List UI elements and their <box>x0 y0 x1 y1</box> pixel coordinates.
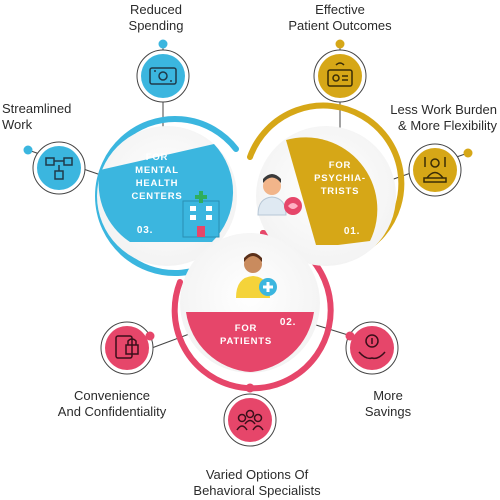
more-savings-circle <box>345 321 399 375</box>
reduced-spending-label: Reduced Spending <box>129 2 184 34</box>
psychiatrists-label-line2: PSYCHIA- <box>314 173 366 184</box>
outcomes-icon <box>327 62 353 87</box>
convenience-label: Convenience And Confidentiality <box>58 388 166 420</box>
varied-options-line1: Varied Options Of <box>205 467 309 482</box>
patients-label-line1: FOR <box>235 323 257 334</box>
savings-hand-icon <box>358 334 386 360</box>
workload-icon <box>423 157 447 183</box>
psychiatrists-label-line1: FOR <box>329 160 351 171</box>
effective-outcomes-line1: Effective <box>315 2 365 17</box>
workflow-icon <box>45 157 73 180</box>
convenience-line1: Convenience <box>74 388 150 403</box>
more-savings-label: More Savings <box>365 388 411 420</box>
mental-health-centers-label-line2: MENTAL <box>135 165 179 176</box>
reduced-spending-line1: Reduced <box>129 2 183 17</box>
specialists-icon <box>236 409 264 431</box>
patients-wedge <box>186 312 314 372</box>
doctor-icon <box>257 174 302 216</box>
more-savings-line2: Savings <box>364 404 412 419</box>
reduced-spending-line2: Spending <box>128 18 184 33</box>
streamlined-work-line1: Streamlined <box>2 101 72 116</box>
hospital-building-icon <box>182 191 220 238</box>
streamlined-work-line2: Work <box>2 117 33 132</box>
less-work-burden-label: Less Work Burden & More Flexibility <box>390 102 497 134</box>
effective-outcomes-line2: Patient Outcomes <box>288 18 392 33</box>
effective-outcomes-label: Effective Patient Outcomes <box>288 2 391 34</box>
less-work-burden-circle <box>408 143 473 197</box>
convenience-line2: And Confidentiality <box>57 404 167 419</box>
varied-options-line2: Behavioral Specialists <box>193 483 321 498</box>
varied-options-circle <box>223 383 277 447</box>
money-icon <box>149 67 177 85</box>
reduced-spending-circle <box>136 39 190 103</box>
effective-outcomes-circle <box>313 39 367 103</box>
mental-health-centers-label-line1: FOR <box>146 152 168 163</box>
patient-icon <box>236 253 277 298</box>
varied-options-label: Varied Options Of Behavioral Specialists <box>193 467 320 499</box>
benefit-circles <box>23 39 473 447</box>
less-work-burden-line2: & More Flexibility <box>398 118 497 133</box>
more-savings-line1: More <box>373 388 403 403</box>
psychiatrists-wedge <box>286 137 378 245</box>
streamlined-work-label: Streamlined Work <box>2 101 71 133</box>
mental-health-centers-number: 03. <box>137 225 153 236</box>
less-work-burden-line1: Less Work Burden <box>390 102 497 117</box>
mental-health-centers-label-line4: CENTERS <box>132 191 183 202</box>
convenience-circle <box>100 321 155 375</box>
psychiatrists-number: 01. <box>344 226 360 237</box>
patients-number: 02. <box>280 317 296 328</box>
mental-health-centers-label-line3: HEALTH <box>136 178 179 189</box>
psychiatrists-label-line3: TRISTS <box>321 186 360 197</box>
patients-label-line2: PATIENTS <box>220 336 272 347</box>
device-lock-icon <box>115 335 139 359</box>
streamlined-work-circle <box>23 141 86 195</box>
